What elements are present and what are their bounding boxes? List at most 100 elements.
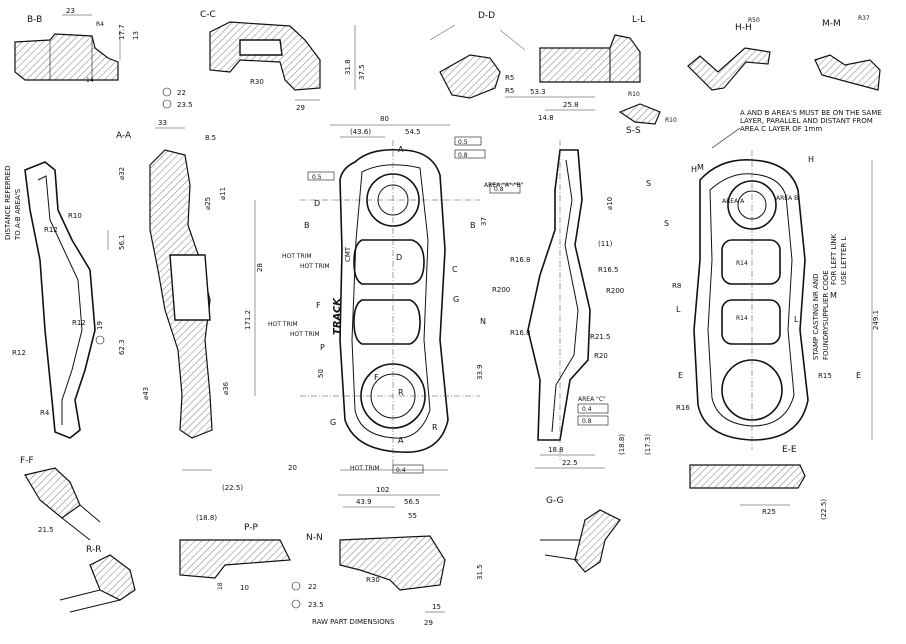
dim-13: 13 [132,31,140,40]
hot-trim-2: HOT TRIM [300,263,330,270]
dim-15: 15 [432,603,441,611]
dim-18_8-right: (18.8) [618,434,626,455]
dim-14: 14 [86,77,94,84]
dim-r25: R25 [762,508,776,516]
dim-18_8-paren: (18.8) [196,514,217,522]
brand-cmt: CMT [344,246,352,262]
marker-f-1: F [316,301,321,310]
dim-r16_8-2: R16.8 [510,329,530,337]
dim-22_5-side: 22.5 [562,459,578,467]
hot-trim-4: HOT TRIM [290,331,320,338]
dim-22_5-paren: (22.5) [222,484,243,492]
dim-62_3: 62.3 [118,339,126,355]
area-b-right: AREA B [776,195,798,202]
marker-r-2: R [432,423,438,432]
dim-28: 28 [256,263,264,272]
dim-r4-left: R4 [40,409,50,417]
dim-14_8: 14.8 [538,114,554,122]
right-plan-view: AREA A AREA B FOR LEFT LINK USE LETTER L… [618,150,880,455]
dim-r12-left-2: R12 [44,226,58,234]
dim-r5-2: R5 [505,87,514,95]
dim-43_6: (43.6) [350,128,371,136]
marker-p-1: P [320,343,325,352]
dim-56_1: 56.1 [118,234,126,250]
dim-r12-left: R12 [72,319,86,327]
section-title-aa: A-A [116,131,132,141]
marker-l-1: L [676,305,681,314]
dim-r30-nn: R30 [366,576,380,584]
dim-22-nn: 22 [308,583,317,591]
marker-b-right: B [470,221,476,230]
dim-r30: R30 [250,78,264,86]
dim-43_9: 43.9 [356,498,372,506]
marker-d-2: D [396,253,402,262]
dim-29-cc: 29 [296,104,305,112]
dim-17_3: (17.3) [644,434,652,455]
section-title-mm: M-M [822,19,841,29]
section-title-bb: B-B [27,15,42,25]
dim-31_8: 31.8 [344,59,352,75]
marker-s-1: S [646,179,651,188]
section-l-l: L-L R10 [539,15,645,98]
marker-a-top: A [398,145,404,154]
marker-n-1: N [480,317,486,326]
section-title-ee: E-E [782,445,797,455]
section-r-r: R-R [59,545,136,613]
dim-54_5: 54.5 [405,128,421,136]
dim-r200-right: R200 [606,287,624,295]
section-title-ff: F-F [20,456,34,466]
marker-l-2: L [794,315,799,324]
dim-r37-mm: R37 [858,15,870,22]
dim-r10-left: R10 [68,212,82,220]
tol-0_4: 0.4 [396,467,406,474]
dim-29-nn: 29 [424,619,433,627]
dim-33: 33 [158,119,167,127]
main-plan-view: 80 (43.6) 54.5 0.5 0.8 0.5 TRACK CMT HOT… [244,115,488,474]
section-title-dd: D-D [478,11,495,21]
section-title-pp: P-P [244,523,258,533]
tol-0_5-2: 0.5 [312,174,322,181]
section-title-ll: L-L [632,15,645,25]
dim-171_2: 171.2 [244,310,252,330]
tol-0_8-side-2: 0.8 [582,418,592,425]
dim-r20: R20 [594,352,608,360]
dim-r4-bb: R4 [96,21,104,28]
area-ab-label: AREA "A"-"B" [484,182,524,189]
dim-53_3: 53.3 [530,88,546,96]
dim-18: 18 [217,582,224,590]
tol-0_5: 0.5 [458,139,468,146]
section-a-a: A-A 33 8.5 ⌀11 ⌀25 ⌀32 (18.8) (22.5) ⌀43… [116,119,243,522]
section-title-gg: G-G [546,496,564,506]
marker-d-1: D [314,199,320,208]
dim-r16: R16 [676,404,690,412]
dim-25_8: 25.8 [563,101,579,109]
marker-c-1: C [452,265,458,274]
area-a-right: AREA A [722,198,745,205]
dim-33_9: 33.9 [476,364,484,380]
dim-21_5: 21.5 [38,526,54,534]
left-elevation: DISTANCE REFERRED TO A-B AREA'S R10 R12 … [4,161,126,439]
section-title-ss: S-S [626,126,641,136]
dim-r10-ll: R10 [628,91,640,98]
side-elevation: 53.3 25.8 14.8 0.8 AREA "A"-"B" (11) R16… [484,88,624,469]
dim-23-bb: 23 [66,7,75,15]
marker-h-1: H [691,165,697,174]
tol-0_4-side: 0.4 [582,406,592,413]
dim-20: 20 [288,464,297,472]
dim-17_7: 17.7 [118,24,126,40]
marker-e-2: E [856,371,861,380]
dim-10: 10 [240,584,249,592]
marker-f-2: F [374,373,379,382]
section-d-d: D-D R5 R5 [429,11,526,99]
dim-102: 102 [376,486,389,494]
dim-23_5-nn: 23.5 [308,601,324,609]
dim-d36: ⌀36 [222,381,230,395]
dim-56_5: 56.5 [404,498,420,506]
dim-r10-ss: R10 [665,117,677,124]
note-distance-1: DISTANCE REFERRED [4,166,12,240]
marker-s-2: S [664,219,669,228]
marker-m-2: M [830,291,837,300]
area-c-label: AREA "C" [578,396,606,403]
section-b-b: B-B 23 17.7 14 R4 13 [14,7,140,84]
